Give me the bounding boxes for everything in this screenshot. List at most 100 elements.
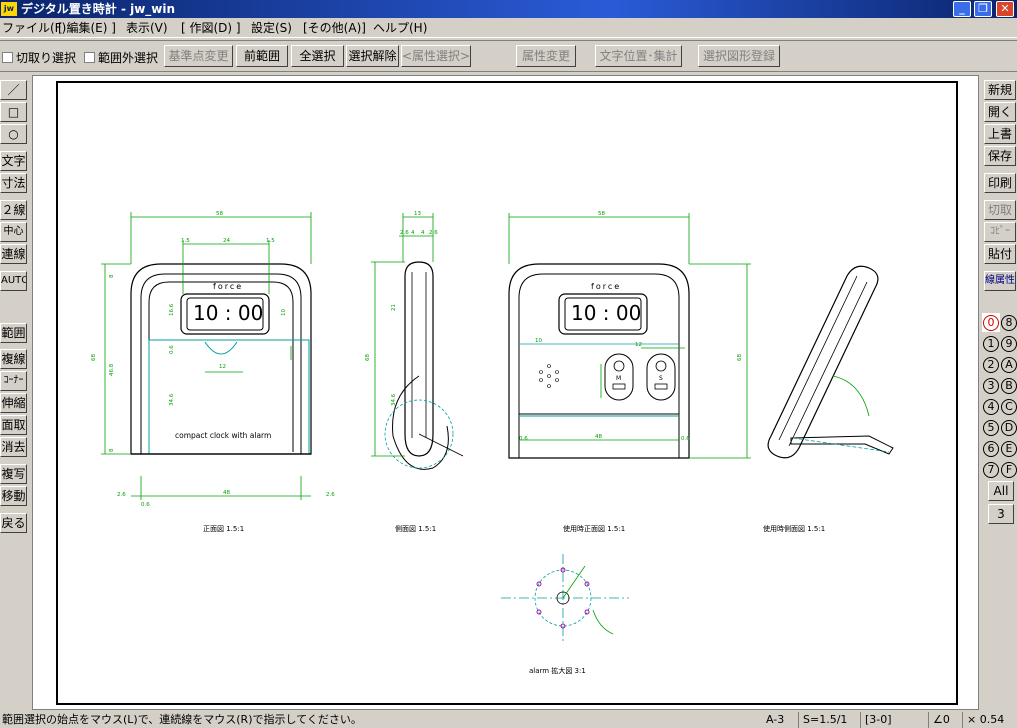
attribute-change-button[interactable]: 属性変更 — [516, 45, 576, 67]
status-scale[interactable]: S=1.5/1 — [798, 712, 847, 728]
status-bar: 範囲選択の始点をマウス(L)で、連続線をマウス(R)で指示してください。 A-3… — [0, 712, 1017, 728]
menu-edit[interactable]: [ 編集(E) ] — [58, 21, 116, 35]
layer-c-button[interactable]: C — [1000, 397, 1017, 416]
menu-draw[interactable]: [ 作図(D) ] — [181, 21, 241, 35]
layer-1-button[interactable]: 1 — [982, 334, 1000, 353]
select-all-button[interactable]: 全選択 — [291, 45, 344, 67]
menu-bar: ファイル(F) [ 編集(E) ] 表示(V) [ 作図(D) ] 設定(S) … — [0, 18, 1017, 38]
layer-f-button[interactable]: F — [1000, 460, 1017, 479]
menu-settings[interactable]: 設定(S) — [251, 21, 292, 35]
text-tool-button[interactable]: 文字 — [0, 151, 27, 171]
dim-side-d-label: 2.6 — [429, 230, 438, 236]
copy-tool-button[interactable]: 複写 — [0, 464, 27, 484]
register-shape-button[interactable]: 選択図形登録 — [698, 45, 780, 67]
status-angle[interactable]: ∠0 — [928, 712, 950, 728]
dim-bottom-b-label: 0.6 — [141, 502, 150, 508]
stretch-tool-button[interactable]: 伸縮 — [0, 393, 27, 413]
layer-8-button[interactable]: 8 — [1000, 313, 1017, 332]
alarm-s-button-label: S — [659, 375, 663, 382]
dim-h-b-label: 46.8 — [109, 363, 115, 376]
continuous-line-tool-button[interactable]: 連線 — [0, 244, 27, 264]
copy-button[interactable]: ｺﾋﾟｰ — [984, 222, 1016, 242]
overwrite-button[interactable]: 上書 — [984, 124, 1016, 144]
dim-bottom-a-label: 2.6 — [117, 492, 126, 498]
status-message: 範囲選択の始点をマウス(L)で、連続線をマウス(R)で指示してください。 — [2, 713, 362, 726]
previous-range-button[interactable]: 前範囲 — [236, 45, 288, 67]
menu-view[interactable]: 表示(V) — [126, 21, 168, 35]
chamfer-tool-button[interactable]: 面取 — [0, 415, 27, 435]
double-line-tool-button[interactable]: ２線 — [0, 200, 27, 220]
side-view: 13 2.6 4 4 2.6 68 21 34.6 側面図 1.5:1 — [365, 211, 464, 533]
layer-9-button[interactable]: 9 — [1000, 334, 1017, 353]
outside-select-checkbox[interactable]: 範囲外選択 — [84, 51, 158, 65]
cut-button[interactable]: 切取 — [984, 200, 1016, 220]
layer-4-button[interactable]: 4 — [982, 397, 1000, 416]
layer-0-button[interactable]: 0 — [982, 313, 1000, 332]
dim-use-0-6-left-label: 0.6 — [519, 436, 528, 442]
window-title: デジタル置き時計 - jw_win — [21, 2, 176, 16]
front-caption-text: compact clock with alarm — [175, 431, 271, 440]
status-zoom[interactable]: × 0.54 — [962, 712, 1004, 728]
layer-6-button[interactable]: 6 — [982, 439, 1000, 458]
new-file-button[interactable]: 新規 — [984, 80, 1016, 100]
dim-bottom-c-label: 48 — [223, 490, 230, 496]
layer-a-button[interactable]: A — [1000, 355, 1017, 374]
menu-help[interactable]: ヘルプ(H) — [373, 21, 428, 35]
app-icon: jw — [1, 2, 17, 16]
menu-file[interactable]: ファイル(F) — [2, 21, 67, 35]
multi-line-tool-button[interactable]: 複線 — [0, 349, 27, 369]
attribute-select-button[interactable]: <属性選択> — [401, 45, 471, 67]
dimension-tool-button[interactable]: 寸法 — [0, 173, 27, 193]
circle-tool-button[interactable]: ○ — [0, 124, 27, 144]
checkbox-icon — [2, 52, 13, 63]
crop-select-checkbox[interactable]: 切取り選択 — [2, 51, 76, 65]
auto-tool-button[interactable]: AUTO — [0, 271, 27, 291]
deselect-button[interactable]: 選択解除 — [346, 45, 399, 67]
paste-button[interactable]: 貼付 — [984, 244, 1016, 264]
checkbox-icon — [84, 52, 95, 63]
layer-5-button[interactable]: 5 — [982, 418, 1000, 437]
erase-tool-button[interactable]: 消去 — [0, 437, 27, 457]
status-paper-size[interactable]: A-3 — [766, 713, 785, 726]
center-line-tool-button[interactable]: 中心線 — [0, 222, 27, 242]
restore-button[interactable]: ❐ — [974, 1, 992, 17]
cad-drawing: force 10 : 00 compact clock with alarm 5… — [56, 81, 958, 705]
save-button[interactable]: 保存 — [984, 146, 1016, 166]
dim-top-b-label: 24 — [223, 238, 230, 244]
open-file-button[interactable]: 開く — [984, 102, 1016, 122]
base-point-change-button[interactable]: 基準点変更 — [164, 45, 233, 67]
minimize-button[interactable]: _ — [953, 1, 971, 17]
print-button[interactable]: 印刷 — [984, 173, 1016, 193]
menu-other[interactable]: [その他(A)] — [303, 21, 366, 35]
status-layer[interactable]: [3-0] — [860, 712, 892, 728]
side-view-label: 側面図 1.5:1 — [395, 524, 436, 533]
dim-side-h2-label: 34.6 — [391, 393, 397, 406]
layer-3-button[interactable]: 3 — [982, 376, 1000, 395]
undo-tool-button[interactable]: 戻る — [0, 513, 27, 533]
dim-top-c-label: 1.5 — [266, 238, 275, 244]
line-tool-button[interactable]: ／ — [0, 80, 27, 100]
layer-7-button[interactable]: 7 — [982, 460, 1000, 479]
layer-all-button[interactable]: All — [988, 481, 1014, 501]
dim-inner-12-label: 12 — [219, 364, 226, 370]
rect-tool-button[interactable]: □ — [0, 102, 27, 122]
layer-2-button[interactable]: 2 — [982, 355, 1000, 374]
move-tool-button[interactable]: 移動 — [0, 486, 27, 506]
drawing-canvas[interactable]: force 10 : 00 compact clock with alarm 5… — [32, 75, 979, 710]
dim-back-48-label: 48 — [595, 434, 602, 440]
line-attribute-button[interactable]: 線属性 — [984, 271, 1016, 291]
dim-use-height-label: 68 — [737, 354, 743, 361]
close-button[interactable]: ✕ — [996, 1, 1014, 17]
layer-e-button[interactable]: E — [1000, 439, 1017, 458]
dim-side-b-label: 4 — [411, 230, 415, 236]
dim-bottom-d-label: 2.6 — [326, 492, 335, 498]
text-position-button[interactable]: 文字位置･集計 — [595, 45, 682, 67]
range-tool-button[interactable]: 範囲 — [0, 323, 27, 343]
layer-b-button[interactable]: B — [1000, 376, 1017, 395]
dim-h-c-label: 8 — [109, 448, 115, 452]
layer-d-button[interactable]: D — [1000, 418, 1017, 437]
layer-group-button[interactable]: 3 — [988, 504, 1014, 524]
dim-h-e-label: 0.6 — [169, 345, 175, 354]
corner-tool-button[interactable]: ｺｰﾅｰ — [0, 371, 27, 391]
front-view: force 10 : 00 compact clock with alarm 5… — [91, 211, 335, 533]
